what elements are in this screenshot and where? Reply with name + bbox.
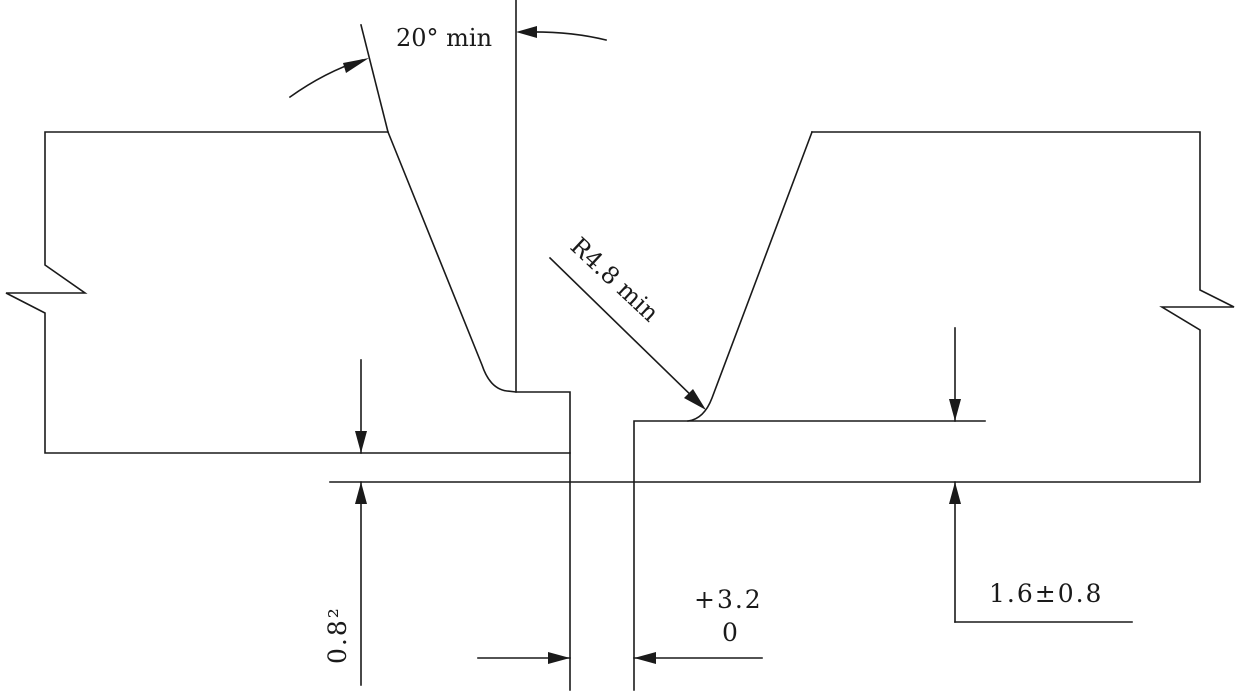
bevel-extension-line: [360, 24, 389, 133]
land-arrowhead-upper: [949, 399, 961, 421]
root-radius-leader: [548, 256, 702, 406]
root-radius-arrowhead: [684, 389, 706, 410]
root-radius-label: R4.8 min: [565, 232, 664, 327]
bevel-angle-label: 20° min: [396, 24, 492, 52]
root-offset-arrowhead-upper: [355, 431, 367, 453]
land-arrowhead-lower: [949, 482, 961, 504]
root-offset-label: 0.8²: [323, 606, 352, 664]
right-plate-outline: [329, 131, 1235, 483]
root-gap-arrowhead-left: [548, 652, 570, 664]
root-gap-upper-tolerance: +3.2: [694, 585, 763, 614]
root-gap-arrowhead-right: [634, 652, 656, 664]
land-tolerance-label: 1.6±0.8: [989, 579, 1103, 608]
left-plate-outline: [5, 130, 571, 454]
bevel-angle-arrowhead-right: [516, 26, 537, 38]
root-offset-arrowhead-lower: [355, 482, 367, 504]
bevel-angle-arrowhead-left: [343, 58, 369, 73]
root-gap-lower-tolerance: 0: [722, 618, 740, 647]
